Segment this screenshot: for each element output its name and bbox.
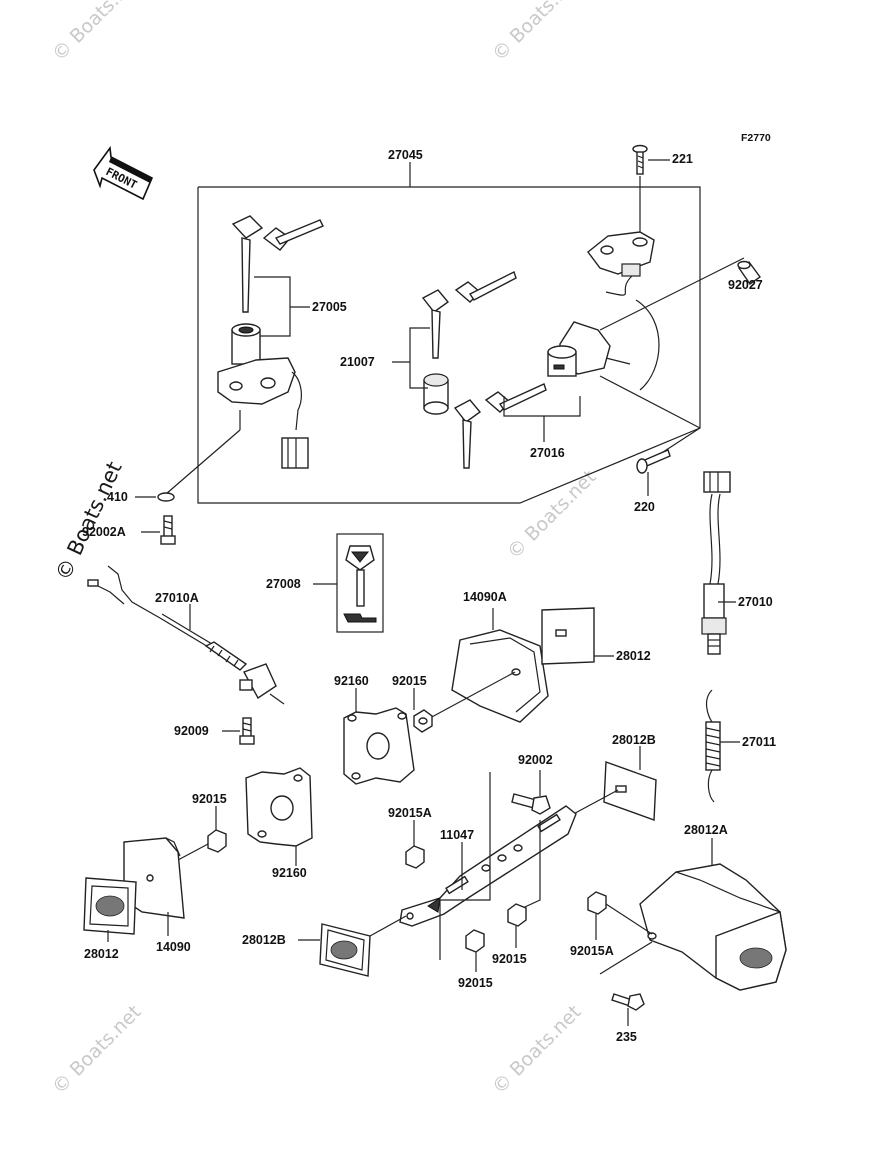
watermark-left-dark: © Boats.net [51, 458, 127, 584]
plate-92160-upper [343, 707, 415, 785]
callout-27011: 27011 [742, 735, 776, 749]
bolt-92002 [511, 793, 551, 815]
nut-92015-left [207, 829, 227, 853]
nut-axis-14090A [429, 671, 516, 719]
lock-axis-2 [659, 427, 701, 455]
collar-92027 [737, 260, 761, 285]
stay-11047 [399, 805, 577, 927]
callout-21007: 21007 [340, 355, 375, 369]
callout-27005: 27005 [312, 300, 347, 314]
watermark-bottom-left: © Boats.net [48, 1001, 146, 1099]
callout-92027: 92027 [728, 278, 763, 292]
nut-hole-upper [418, 717, 428, 725]
seat-lock-27016 [547, 321, 631, 377]
cover-28012A [639, 863, 787, 991]
callout-92002A: 92002A [82, 525, 126, 539]
callout-220: 220 [634, 500, 655, 514]
pad-28012-bottom [83, 877, 137, 935]
pad-28012-top [541, 607, 595, 665]
callout-92015-bottom-1: 92015 [458, 976, 493, 990]
callout-92015A-center: 92015A [388, 806, 432, 820]
spring-27011 [705, 689, 721, 803]
front-arrow-icon: FRONT [93, 145, 154, 201]
bracket-27016 [503, 396, 581, 417]
watermark-top-left: © Boats.net [48, 0, 146, 66]
washer-410 [157, 492, 175, 502]
figure-code: F2770 [741, 132, 771, 144]
callout-235: 235 [616, 1030, 637, 1044]
watermark-top-center: © Boats.net [488, 0, 586, 66]
pad-28012B-right [603, 761, 657, 821]
lock-cylinder-21007 [423, 373, 449, 415]
callout-410: 410 [107, 490, 128, 504]
watermark-middle-center: © Boats.net [503, 466, 601, 564]
callout-28012-top: 28012 [616, 649, 651, 663]
nut-axis-left [177, 843, 209, 861]
assembly-outline [197, 186, 701, 504]
callout-92015-bottom-2: 92015 [492, 952, 527, 966]
bolt-235 [611, 993, 645, 1011]
callout-14090: 14090 [156, 940, 191, 954]
callout-92015-upper: 92015 [392, 674, 427, 688]
key-21007 [421, 271, 517, 359]
key-27008 [343, 545, 377, 623]
bracket-21007 [409, 327, 430, 389]
nut-92015A-right [587, 891, 607, 915]
callout-28012B-right: 28012B [612, 733, 656, 747]
callout-92015-left: 92015 [192, 792, 227, 806]
lock-bracket [587, 231, 655, 296]
callout-28012B-bottom: 28012B [242, 933, 286, 947]
callout-28012-bottom: 28012 [84, 947, 119, 961]
callout-27008: 27008 [266, 577, 301, 591]
switch-27010 [701, 471, 731, 655]
callout-27016: 27016 [530, 446, 565, 460]
callout-11047: 11047 [440, 828, 474, 842]
callout-92009: 92009 [174, 724, 209, 738]
nut-92015A-center [405, 845, 425, 869]
nut-92015-bottom-1 [465, 929, 485, 953]
switch-27010A [87, 565, 285, 705]
bolt-92002A [160, 515, 176, 545]
callout-27045: 27045 [388, 148, 423, 162]
bolt-92009 [239, 717, 255, 745]
nut-axis-right [605, 903, 653, 935]
screw-220 [636, 449, 671, 474]
key-blank-box [336, 533, 384, 633]
watermark-bottom-center: © Boats.net [488, 1001, 586, 1099]
nut-92015-bottom-2 [507, 903, 527, 927]
bracket-14090 [123, 837, 185, 919]
callout-27010A: 27010A [155, 591, 199, 605]
callout-221: 221 [672, 152, 693, 166]
pad-28012B-bottom [319, 923, 371, 977]
callout-28012A: 28012A [684, 823, 728, 837]
callout-27010: 27010 [738, 595, 773, 609]
callout-92160-lower: 92160 [272, 866, 307, 880]
seat-lock-cable [635, 299, 660, 391]
lock-axis-1 [599, 375, 701, 429]
key-27005 [231, 215, 324, 313]
ignition-switch [217, 323, 309, 469]
plate-92160-lower [245, 767, 313, 847]
screw-221 [632, 144, 648, 175]
bracket-14090A [451, 629, 549, 723]
stay-axis-1 [439, 772, 491, 960]
pad-axis-bottom [369, 915, 407, 937]
callout-92160-upper: 92160 [334, 674, 369, 688]
callout-92015A-right: 92015A [570, 944, 614, 958]
collar-axis [599, 257, 745, 331]
callout-14090A: 14090A [463, 590, 507, 604]
callout-92002: 92002 [518, 753, 553, 767]
bolt-axis-235 [599, 941, 653, 975]
switch-axis-2 [165, 429, 241, 495]
